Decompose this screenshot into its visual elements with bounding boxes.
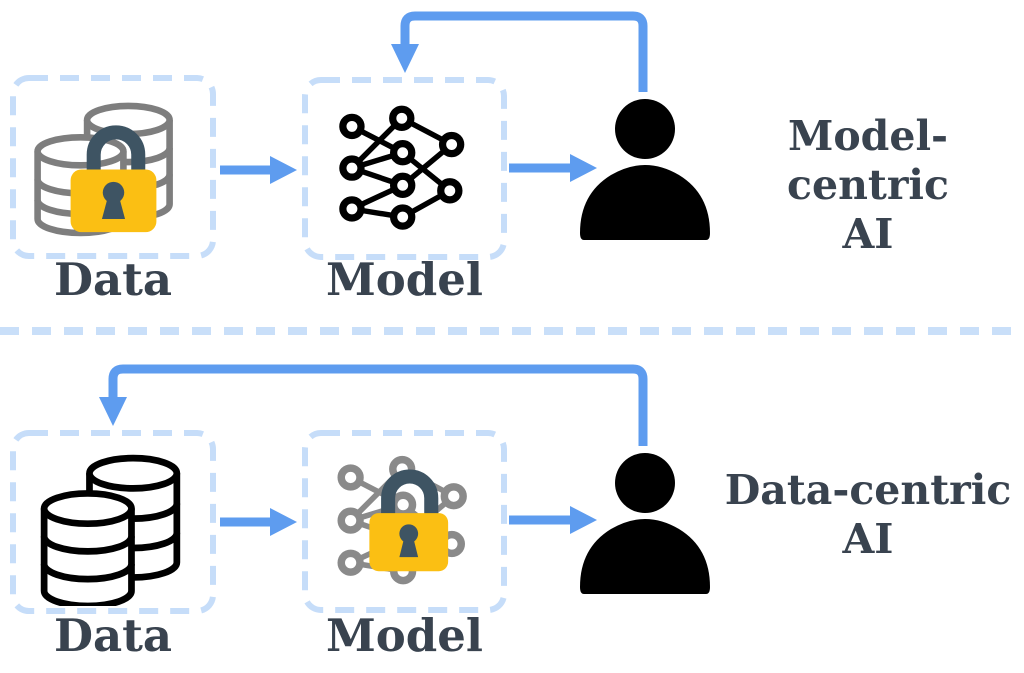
arrow-data-to-model-top xyxy=(220,156,297,184)
data-box-label-top: Data xyxy=(53,253,173,306)
data-box-data-centric xyxy=(10,430,216,614)
title-model-centric: Model-centric AI xyxy=(718,112,1018,259)
model-box-label-top: Model xyxy=(325,253,484,306)
locked-neural-network-icon xyxy=(337,455,467,585)
dashed-frame xyxy=(302,430,507,613)
dashed-frame xyxy=(302,77,507,260)
dashed-frame xyxy=(10,75,216,259)
data-box-label-bottom: Data xyxy=(53,609,173,662)
title-data-centric: Data-centric AI xyxy=(718,466,1018,564)
title-line-2: AI xyxy=(842,515,894,563)
padlock-shackle xyxy=(86,125,145,182)
database-stack-icon xyxy=(40,454,181,606)
model-box-label-bottom: Model xyxy=(325,609,484,662)
person-icon-bottom xyxy=(580,453,710,594)
locked-database-icon xyxy=(33,102,173,237)
title-line-1: Model-centric xyxy=(787,112,949,209)
data-box-model-centric xyxy=(10,75,216,259)
model-box-model-centric xyxy=(302,77,507,260)
dashed-frame xyxy=(10,430,216,614)
title-line-1: Data-centric xyxy=(724,466,1012,514)
padlock-keyhole xyxy=(101,181,125,219)
model-box-data-centric xyxy=(302,430,507,613)
padlock-keyhole xyxy=(398,524,418,558)
title-line-2: AI xyxy=(842,210,894,258)
arrow-data-to-model-bottom xyxy=(220,508,297,536)
neural-network-icon xyxy=(339,105,465,230)
padlock-shackle xyxy=(380,469,438,523)
person-icon-top xyxy=(580,99,710,240)
